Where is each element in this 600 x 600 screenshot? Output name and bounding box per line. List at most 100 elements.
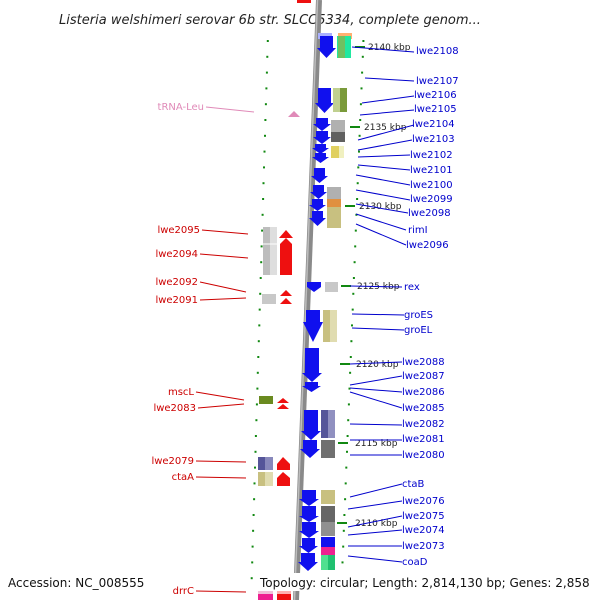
gene-label[interactable]: lwe2102 <box>410 150 453 161</box>
gene-block[interactable] <box>321 490 335 504</box>
gene-label[interactable]: lwe2079 <box>151 456 194 467</box>
gene-block[interactable] <box>265 457 273 470</box>
gene-label[interactable]: tRNA-Leu <box>158 102 204 113</box>
gene-arrow[interactable] <box>309 211 326 226</box>
gene-block[interactable] <box>338 36 345 58</box>
gene-arrow[interactable] <box>277 398 289 403</box>
gene-arrow[interactable] <box>279 230 293 238</box>
gene-arrow[interactable] <box>280 298 292 304</box>
gene-label[interactable]: rimI <box>408 225 428 236</box>
gene-arrow[interactable] <box>277 404 289 409</box>
gene-label[interactable]: rex <box>404 282 420 293</box>
gene-arrow[interactable] <box>307 282 321 292</box>
gene-label[interactable]: lwe2092 <box>155 277 198 288</box>
gene-arrow[interactable] <box>310 185 327 199</box>
gene-arrow[interactable] <box>317 36 336 58</box>
gene-block[interactable] <box>331 132 345 142</box>
tick-mark <box>362 40 365 42</box>
gene-label[interactable]: lwe2083 <box>153 403 196 414</box>
gene-block[interactable] <box>327 187 341 199</box>
gene-label[interactable]: lwe2105 <box>414 104 457 115</box>
gene-label[interactable]: ctaB <box>402 479 425 490</box>
gene-label[interactable]: lwe2081 <box>402 434 445 445</box>
gene-block[interactable] <box>333 88 340 112</box>
gene-label[interactable]: lwe2088 <box>402 357 445 368</box>
gene-label[interactable]: lwe2100 <box>410 180 453 191</box>
gene-arrow[interactable] <box>301 410 321 440</box>
gene-arrow[interactable] <box>303 310 323 342</box>
gene-arrow[interactable] <box>312 153 329 163</box>
gene-block[interactable] <box>262 294 276 304</box>
gene-arrow[interactable] <box>313 118 331 131</box>
gene-block[interactable] <box>328 410 335 438</box>
gene-arrow[interactable] <box>298 553 318 571</box>
gene-arrow[interactable] <box>277 457 290 470</box>
gene-label[interactable]: lwe2106 <box>414 90 457 101</box>
gene-block[interactable] <box>265 472 273 486</box>
gene-label[interactable]: lwe2082 <box>402 419 445 430</box>
gene-arrow[interactable] <box>312 144 329 154</box>
gene-block[interactable] <box>330 310 337 342</box>
gene-label[interactable]: drrC <box>173 586 194 597</box>
gene-label[interactable]: lwe2103 <box>412 134 455 145</box>
tick-mark <box>252 514 255 516</box>
gene-block[interactable] <box>277 594 291 600</box>
gene-label[interactable]: lwe2091 <box>155 295 198 306</box>
gene-label[interactable]: lwe2074 <box>402 525 445 536</box>
gene-block[interactable] <box>325 282 338 292</box>
gene-label[interactable]: lwe2085 <box>402 403 445 414</box>
gene-arrow[interactable] <box>313 131 331 144</box>
tick-mark <box>356 182 359 185</box>
trna-marker[interactable] <box>288 111 300 117</box>
gene-label[interactable]: lwe2099 <box>410 194 453 205</box>
gene-label[interactable]: lwe2101 <box>410 165 453 176</box>
gene-block[interactable] <box>321 506 335 522</box>
gene-label[interactable]: lwe2075 <box>402 511 445 522</box>
gene-block[interactable] <box>321 537 335 547</box>
gene-block[interactable] <box>258 594 273 600</box>
tick-mark <box>264 119 267 121</box>
gene-label[interactable]: lwe2073 <box>402 541 445 552</box>
gene-label[interactable]: lwe2080 <box>402 450 445 461</box>
gene-arrow[interactable] <box>311 168 328 183</box>
gene-block[interactable] <box>321 440 335 458</box>
gene-block[interactable] <box>259 396 273 404</box>
gene-arrow[interactable] <box>299 538 318 553</box>
gene-label[interactable]: groEL <box>404 325 433 336</box>
gene-arrow[interactable] <box>302 348 322 382</box>
gene-arrow[interactable] <box>280 238 292 275</box>
gene-arrow[interactable] <box>277 472 290 486</box>
gene-block[interactable] <box>327 207 341 228</box>
gene-arrow[interactable] <box>299 506 319 522</box>
gene-label[interactable]: lwe2096 <box>406 240 449 251</box>
gene-label[interactable]: lwe2086 <box>402 387 445 398</box>
gene-label[interactable]: ctaA <box>172 472 195 483</box>
gene-block[interactable] <box>321 547 335 555</box>
gene-label[interactable]: lwe2095 <box>157 225 200 236</box>
gene-label[interactable]: lwe2108 <box>416 46 459 57</box>
gene-arrow[interactable] <box>302 382 321 392</box>
gene-arrow[interactable] <box>299 522 319 538</box>
gene-block[interactable] <box>339 146 344 158</box>
gene-block[interactable] <box>321 522 335 536</box>
gene-arrow[interactable] <box>299 490 319 506</box>
gene-label[interactable]: groES <box>404 310 433 321</box>
gene-block[interactable] <box>321 555 328 570</box>
gene-arrow[interactable] <box>315 88 334 113</box>
gene-label[interactable]: lwe2107 <box>416 76 459 87</box>
gene-label[interactable]: lwe2076 <box>402 496 445 507</box>
tick-mark <box>345 466 348 469</box>
gene-arrow[interactable] <box>300 440 320 458</box>
gene-label[interactable]: coaD <box>402 557 428 568</box>
gene-block[interactable] <box>270 227 277 275</box>
gene-label[interactable]: lwe2098 <box>408 208 451 219</box>
gene-arrow[interactable] <box>309 199 326 211</box>
gene-block[interactable] <box>297 0 311 3</box>
gene-label[interactable]: lwe2104 <box>412 119 455 130</box>
gene-label[interactable]: lwe2087 <box>402 371 445 382</box>
gene-arrow[interactable] <box>280 290 292 296</box>
gene-block[interactable] <box>327 199 341 207</box>
gene-label[interactable]: mscL <box>168 387 194 398</box>
gene-label[interactable]: lwe2094 <box>155 249 198 260</box>
gene-block[interactable] <box>331 120 345 132</box>
